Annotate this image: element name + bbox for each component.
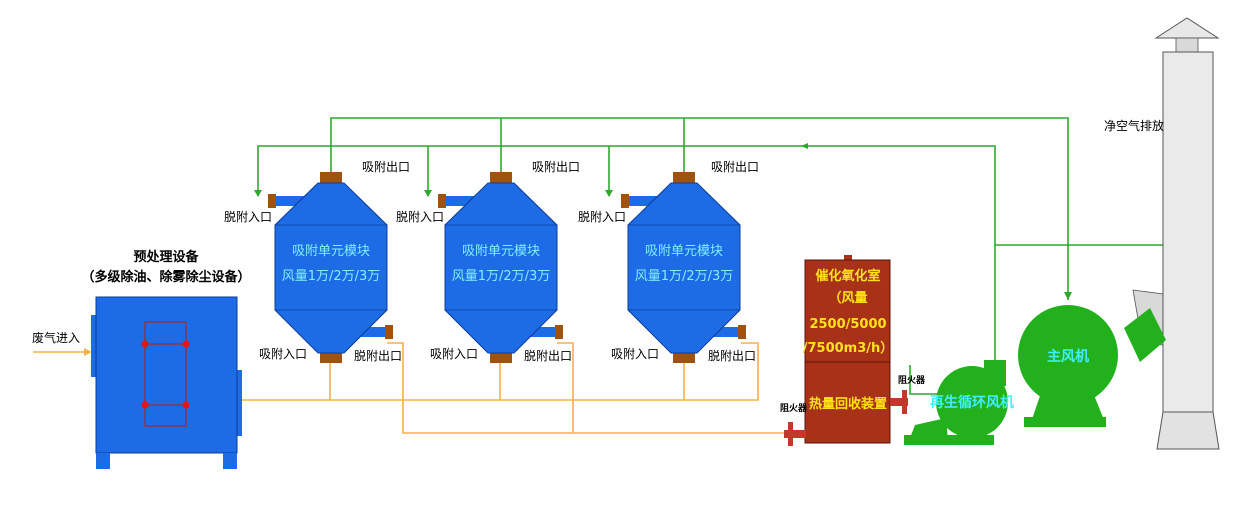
tower-1-label: 吸附单元模块 — [292, 244, 370, 259]
catalytic-title: 催化氧化室 — [815, 268, 880, 284]
pretreat-subtitle: （多级除油、除雾除尘设备） — [81, 269, 250, 285]
catalytic-airflow-value-1: 2500/5000 — [809, 317, 886, 332]
tower-3-label: 吸附单元模块 — [645, 244, 723, 259]
waste-gas-in-label: 废气进入 — [32, 330, 80, 345]
tower-1-adsorb-in: 吸附入口 — [259, 347, 307, 361]
inlet-arrow-icon — [84, 348, 92, 356]
tower-3-desorb-out: 脱附出口 — [708, 348, 756, 363]
flame-arrester-1-label: 阻火器 — [780, 403, 808, 414]
tower-2-airflow: 风量1万/2万/3万 — [452, 269, 551, 284]
tower-1-airflow: 风量1万/2万/3万 — [282, 269, 381, 284]
tower-1-desorb-out: 脱附出口 — [354, 348, 402, 363]
tower-1-adsorb-out: 吸附出口 — [362, 160, 410, 174]
tower-1-desorb-in: 脱附入口 — [224, 209, 272, 224]
tower-2-desorb-out: 脱附出口 — [524, 348, 572, 363]
regen-fan-label: 再生循环风机 — [930, 394, 1014, 411]
tower-2-desorb-in: 脱附入口 — [396, 209, 444, 224]
heat-recovery-label: 热量回收装置 — [809, 396, 887, 412]
exhaust-stack — [1132, 17, 1220, 450]
main-fan-label: 主风机 — [1047, 348, 1089, 365]
main-fan — [1018, 305, 1166, 427]
flame-arrester-2-label: 阻火器 — [898, 375, 926, 386]
tower-2-adsorb-in: 吸附入口 — [430, 347, 478, 361]
catalytic-oxidation-unit — [784, 255, 908, 446]
pretreat-title: 预处理设备 — [133, 249, 199, 265]
catalytic-airflow-value-2: /7500m3/h） — [803, 340, 894, 356]
adsorption-tower-1 — [268, 172, 393, 363]
clean-exhaust-label: 净空气排放 — [1104, 118, 1164, 133]
tower-3-airflow: 风量1万/2万/3万 — [635, 269, 734, 284]
tower-2-label: 吸附单元模块 — [462, 244, 540, 259]
adsorption-tower-2 — [438, 172, 563, 363]
pretreatment-unit — [91, 296, 242, 469]
adsorption-tower-3 — [621, 172, 746, 363]
regeneration-fan — [904, 360, 1008, 445]
tower-2-adsorb-out: 吸附出口 — [532, 160, 580, 174]
tower-3-desorb-in: 脱附入口 — [578, 209, 626, 224]
tower-3-adsorb-out: 吸附出口 — [711, 160, 759, 174]
orange-pipes — [33, 342, 788, 434]
catalytic-airflow-label: （风量 — [828, 290, 867, 306]
tower-3-adsorb-in: 吸附入口 — [611, 347, 659, 361]
